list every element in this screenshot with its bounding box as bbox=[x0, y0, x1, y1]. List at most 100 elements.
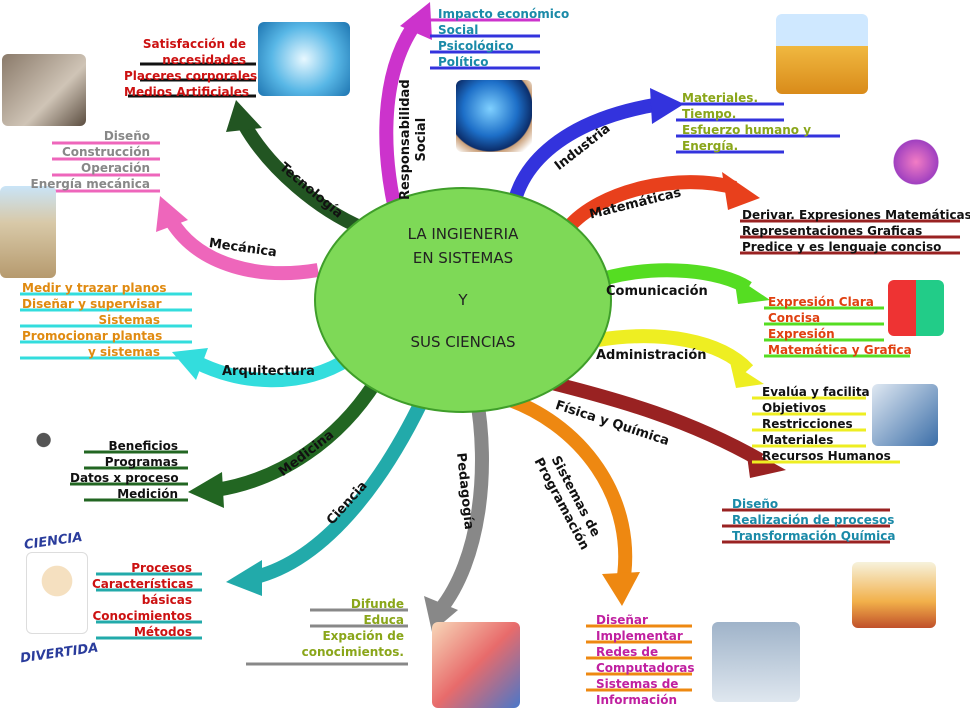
group-item: Impacto económico bbox=[438, 7, 570, 21]
arrowhead-responsabilidad bbox=[400, 2, 432, 40]
group-item: Satisfacción de bbox=[142, 37, 246, 51]
group-item: Placeres corporales bbox=[124, 69, 258, 83]
group-matematicas: Derivar. Expresiones Matemáticas Represe… bbox=[742, 207, 970, 255]
arrowhead-medicina bbox=[188, 472, 224, 508]
arrowhead-tecnologia bbox=[226, 100, 262, 132]
group-item: Energía mecánica bbox=[30, 177, 151, 191]
group-item: Psicológico bbox=[438, 39, 514, 53]
computer-illustration bbox=[712, 622, 800, 702]
group-item: Evalúa y facilita bbox=[762, 385, 870, 399]
group-arquitectura: Medir y trazar planos Diseñar y supervis… bbox=[22, 280, 167, 360]
group-item: Computadoras bbox=[596, 661, 695, 675]
group-item: Datos x proceso bbox=[70, 471, 179, 485]
group-item: Diseñar y supervisar bbox=[22, 297, 162, 311]
arrow-mecanica bbox=[166, 218, 320, 281]
group-item: Implementar bbox=[596, 629, 683, 643]
branch-responsabilidad-line1: Responsabilidad bbox=[398, 79, 413, 200]
group-administracion: Evalúa y facilita Objetivos Restriccione… bbox=[762, 384, 891, 464]
group-mecanica: Diseño Construcción Operación Energía me… bbox=[30, 128, 151, 192]
group-item: necesidades bbox=[162, 53, 246, 67]
group-item: Educa bbox=[363, 613, 404, 627]
group-item: Expresión Clara bbox=[768, 295, 874, 309]
center-line-1: LA INGIENERIA bbox=[407, 225, 519, 243]
group-fisica: Diseño Realización de procesos Transform… bbox=[732, 496, 895, 544]
group-item: Promocionar plantas bbox=[22, 329, 163, 343]
branch-responsabilidad-line2: Social bbox=[414, 117, 429, 162]
group-industria: Materiales. Tiempo. Esfuerzo humano y En… bbox=[682, 90, 811, 154]
group-item: Programas bbox=[104, 455, 178, 469]
group-item: Recursos Humanos bbox=[762, 449, 891, 463]
arrow-administracion bbox=[596, 329, 754, 376]
group-item: Beneficios bbox=[108, 439, 178, 453]
group-responsabilidad: Impacto económico Social Psicológico Pol… bbox=[438, 6, 569, 70]
group-item: Esfuerzo humano y bbox=[682, 123, 812, 137]
group-item: Medir y trazar planos bbox=[22, 281, 167, 295]
center-ellipse bbox=[314, 187, 612, 413]
branch-comunicacion: Comunicación bbox=[606, 284, 708, 299]
group-item: Características bbox=[92, 577, 194, 591]
arrowhead-comunicacion bbox=[734, 276, 770, 304]
group-item: Objetivos bbox=[762, 401, 827, 415]
group-pedagogia: Difunde Educa Expación de conocimientos. bbox=[300, 596, 404, 660]
center-line-3: Y bbox=[458, 291, 468, 309]
group-sistemas: Diseñar Implementar Redes de Computadora… bbox=[596, 612, 695, 708]
arrowhead-arquitectura bbox=[172, 348, 208, 380]
group-item: Métodos bbox=[133, 625, 192, 639]
group-item: Representaciones Graficas bbox=[742, 224, 923, 238]
center-title: LA INGIENERIA EN SISTEMAS Y SUS CIENCIAS bbox=[318, 222, 608, 382]
group-item: Diseño bbox=[732, 497, 779, 511]
group-item: Social bbox=[438, 23, 479, 37]
group-comunicacion: Expresión Clara Concisa Expresión Matemá… bbox=[768, 294, 912, 358]
group-item: Matemática y Grafica bbox=[768, 343, 912, 357]
math-dice-icon bbox=[888, 138, 944, 186]
group-item: Redes de bbox=[596, 645, 659, 659]
photo-tech-hand bbox=[258, 22, 350, 96]
students-photo bbox=[432, 622, 520, 708]
center-line-2: EN SISTEMAS bbox=[412, 249, 514, 267]
group-item: Medios Artificiales bbox=[124, 85, 250, 99]
group-item: Político bbox=[438, 55, 489, 69]
arrow-sistemas bbox=[496, 389, 633, 590]
group-item: Realización de procesos bbox=[732, 513, 895, 527]
arrowhead-sistemas bbox=[602, 572, 640, 606]
branch-arquitectura: Arquitectura bbox=[222, 364, 315, 379]
group-item: básicas bbox=[141, 593, 192, 607]
group-medicina: Beneficios Programas Datos x proceso Med… bbox=[70, 438, 179, 502]
group-item: Restricciones bbox=[762, 417, 853, 431]
group-item: Diseñar bbox=[596, 613, 648, 627]
lab-glassware-photo bbox=[852, 562, 936, 628]
group-item: Difunde bbox=[350, 597, 404, 611]
group-item: Transformación Química bbox=[732, 529, 896, 543]
arrowhead-administracion bbox=[730, 362, 764, 388]
arrow-tecnologia bbox=[237, 120, 365, 235]
arrow-fisica bbox=[546, 375, 764, 467]
group-item: Sistemas de bbox=[596, 677, 679, 691]
arrowhead-ciencia bbox=[226, 560, 262, 596]
branch-responsabilidad: Responsabilidad Social bbox=[398, 79, 430, 200]
group-item: Conocimientos bbox=[92, 609, 193, 623]
arrowhead-matematicas bbox=[722, 172, 760, 210]
arrow-medicina bbox=[214, 374, 384, 497]
group-item: Operación bbox=[81, 161, 150, 175]
factory-illustration bbox=[776, 14, 868, 94]
group-item: Energía. bbox=[682, 139, 739, 153]
scientist-cartoon bbox=[26, 552, 88, 634]
group-item: Predice y es lenguaje conciso bbox=[742, 240, 942, 254]
group-item: conocimientos. bbox=[301, 645, 404, 659]
group-item: Expación de bbox=[322, 629, 404, 643]
group-item: Tiempo. bbox=[682, 107, 737, 121]
business-photo bbox=[872, 384, 938, 446]
group-item: Materiales bbox=[762, 433, 834, 447]
group-item: y sistemas bbox=[87, 345, 160, 359]
photo-engine bbox=[2, 54, 86, 126]
group-ciencia: Procesos Características básicas Conocim… bbox=[92, 560, 194, 640]
group-item: Materiales. bbox=[682, 91, 758, 105]
group-tecnologia: Satisfacción de necesidades Placeres cor… bbox=[124, 36, 258, 100]
globe-hands-photo bbox=[456, 80, 532, 152]
arrow-arquitectura bbox=[192, 352, 354, 388]
group-item: Procesos bbox=[131, 561, 192, 575]
group-item: Expresión bbox=[768, 327, 835, 341]
arrow-pedagogia bbox=[434, 392, 489, 615]
